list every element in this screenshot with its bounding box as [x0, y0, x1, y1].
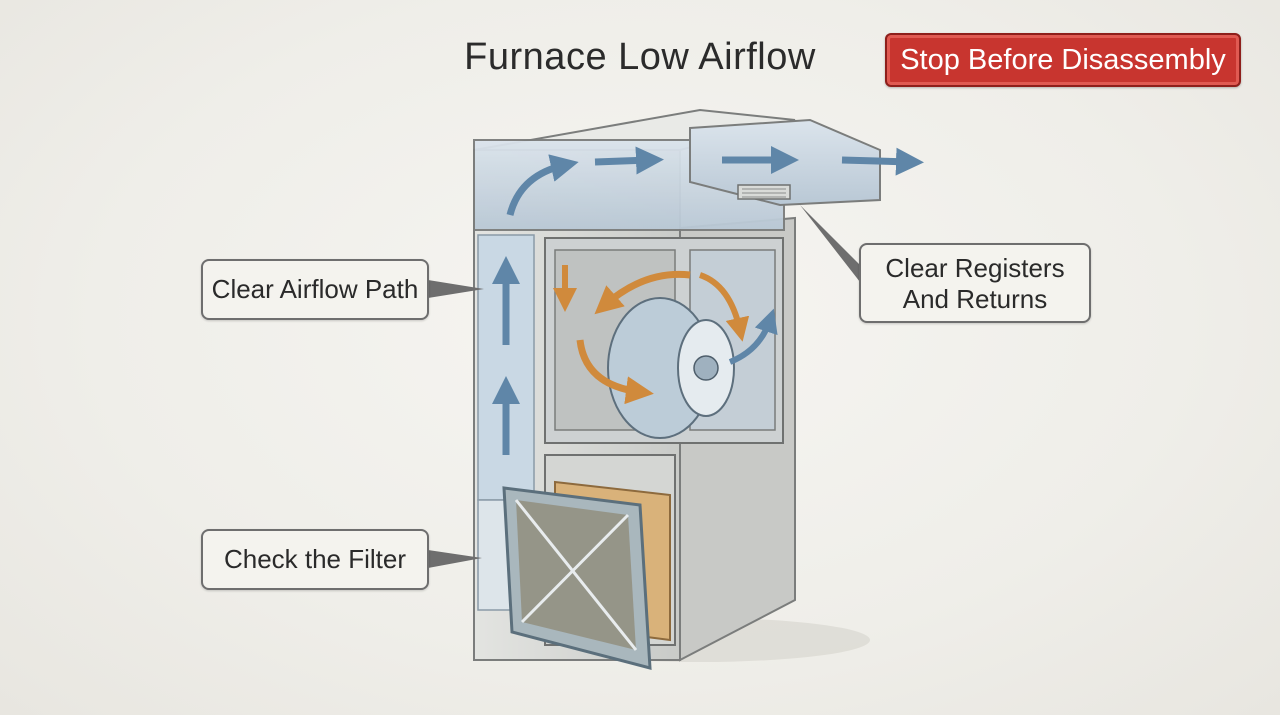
airflow-arrow-exit	[841, 147, 924, 176]
callout-label-line-1: Clear Registers	[885, 253, 1065, 283]
airflow-arrow-plenum	[594, 146, 664, 175]
callout-check-filter: Check the Filter	[201, 529, 429, 590]
callout-label-line-2: And Returns	[902, 284, 1048, 314]
airflow-arrow-curve	[506, 154, 579, 216]
callout-pointer-filter	[428, 550, 482, 568]
callout-label: Clear Airflow Path	[211, 274, 419, 304]
callout-pointer-registers	[800, 205, 860, 282]
warm-air-arrow-top	[594, 270, 691, 315]
callout-label: Check the Filter	[223, 544, 407, 574]
page-title: Furnace Low Airflow	[464, 36, 816, 78]
warm-air-arrow-side	[698, 272, 750, 342]
airflow-arrow-blower-out	[728, 308, 778, 365]
callout-clear-airflow-path: Clear Airflow Path	[201, 259, 429, 320]
callout-pointer-airflow	[428, 280, 484, 298]
warning-badge: Stop Before Disassembly	[885, 33, 1241, 87]
callout-clear-registers: Clear Registers And Returns	[859, 243, 1091, 323]
warm-air-arrow-bottom	[576, 339, 654, 405]
